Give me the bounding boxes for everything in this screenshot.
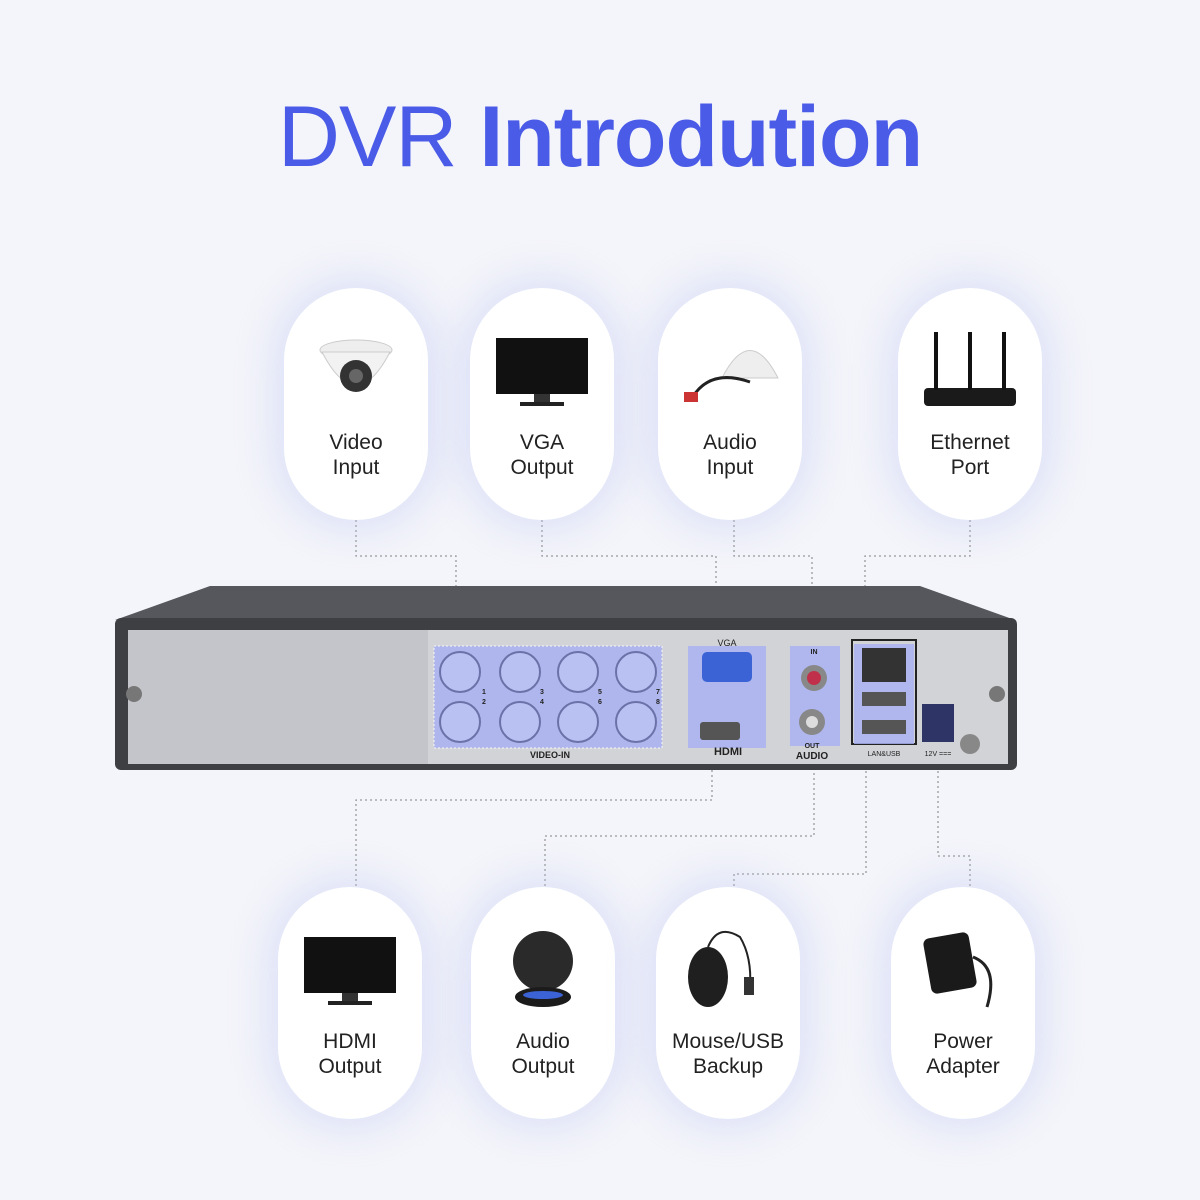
channel-number: 4 [540, 699, 544, 706]
label-power: 12V === [925, 751, 952, 758]
microphone-icon [684, 350, 779, 402]
power-adapter-icon [923, 932, 993, 1008]
channel-number: 7 [656, 689, 660, 696]
bnc-connector [615, 651, 657, 693]
label-video-in: VIDEO-IN [530, 750, 570, 760]
channel-number: 1 [482, 689, 486, 696]
usb-port [862, 720, 906, 734]
monitor-icon [496, 338, 588, 406]
card-label-line1: Power [933, 1030, 993, 1053]
card-label-line1: Audio [516, 1030, 570, 1053]
ethernet-port [862, 648, 906, 682]
channel-number: 8 [656, 699, 660, 706]
card-label-line2: Output [511, 1055, 575, 1078]
channel-number: 2 [482, 699, 486, 706]
bnc-connector [439, 701, 481, 743]
router-icon [924, 332, 1016, 406]
bnc-connectors [439, 651, 657, 743]
bnc-connector [557, 651, 599, 693]
channel-number: 6 [598, 699, 602, 706]
audio-in-jack [807, 671, 821, 685]
card-label-line1: Ethernet [930, 431, 1010, 454]
label-audio: AUDIO [796, 751, 828, 762]
audio-out-jack [806, 716, 818, 728]
label-lan-usb: LAN&USB [868, 751, 901, 758]
label-vga: VGA [717, 638, 736, 648]
mouse-icon [688, 930, 754, 1007]
bnc-connector [499, 701, 541, 743]
card-label-line1: Audio [703, 431, 757, 454]
bnc-connector [499, 651, 541, 693]
card-label-line2: Backup [692, 1055, 764, 1078]
card-label-line1: VGA [519, 431, 565, 454]
bnc-connector [439, 651, 481, 693]
card-label-line1: HDMI [323, 1030, 377, 1053]
power-jack [922, 704, 954, 742]
hdmi-port [700, 722, 740, 740]
card-label-line2: Input [706, 456, 754, 479]
monitor-icon [304, 937, 396, 1005]
page-title: DVR Introdution [0, 88, 1200, 187]
channel-number: 3 [540, 689, 544, 696]
channel-number: 5 [598, 689, 602, 696]
card-label-line2: Output [318, 1055, 382, 1078]
label-hdmi: HDMI [714, 746, 742, 758]
label-audio-in: IN [811, 649, 818, 656]
vga-port [702, 652, 752, 682]
card-label-line2: Input [332, 456, 380, 479]
label-audio-out: OUT [805, 743, 821, 750]
card-label-line2: Port [950, 456, 990, 479]
usb-port [862, 692, 906, 706]
dome-camera-icon [319, 339, 393, 392]
bnc-connector [557, 701, 599, 743]
title-light: DVR [277, 89, 458, 185]
title-bold: Introdution [479, 89, 923, 185]
card-label-line2: Output [510, 456, 574, 479]
card-label-line2: Adapter [926, 1055, 1000, 1078]
dvr-recorder: VIDEO-IN VGA HDMI AUDIO IN OUT LAN&USB 1… [115, 586, 1017, 770]
card-label-line1: Mouse/USB [671, 1030, 785, 1053]
card-label-line1: Video [329, 431, 383, 454]
speaker-icon [513, 931, 573, 1007]
bnc-connector [615, 701, 657, 743]
